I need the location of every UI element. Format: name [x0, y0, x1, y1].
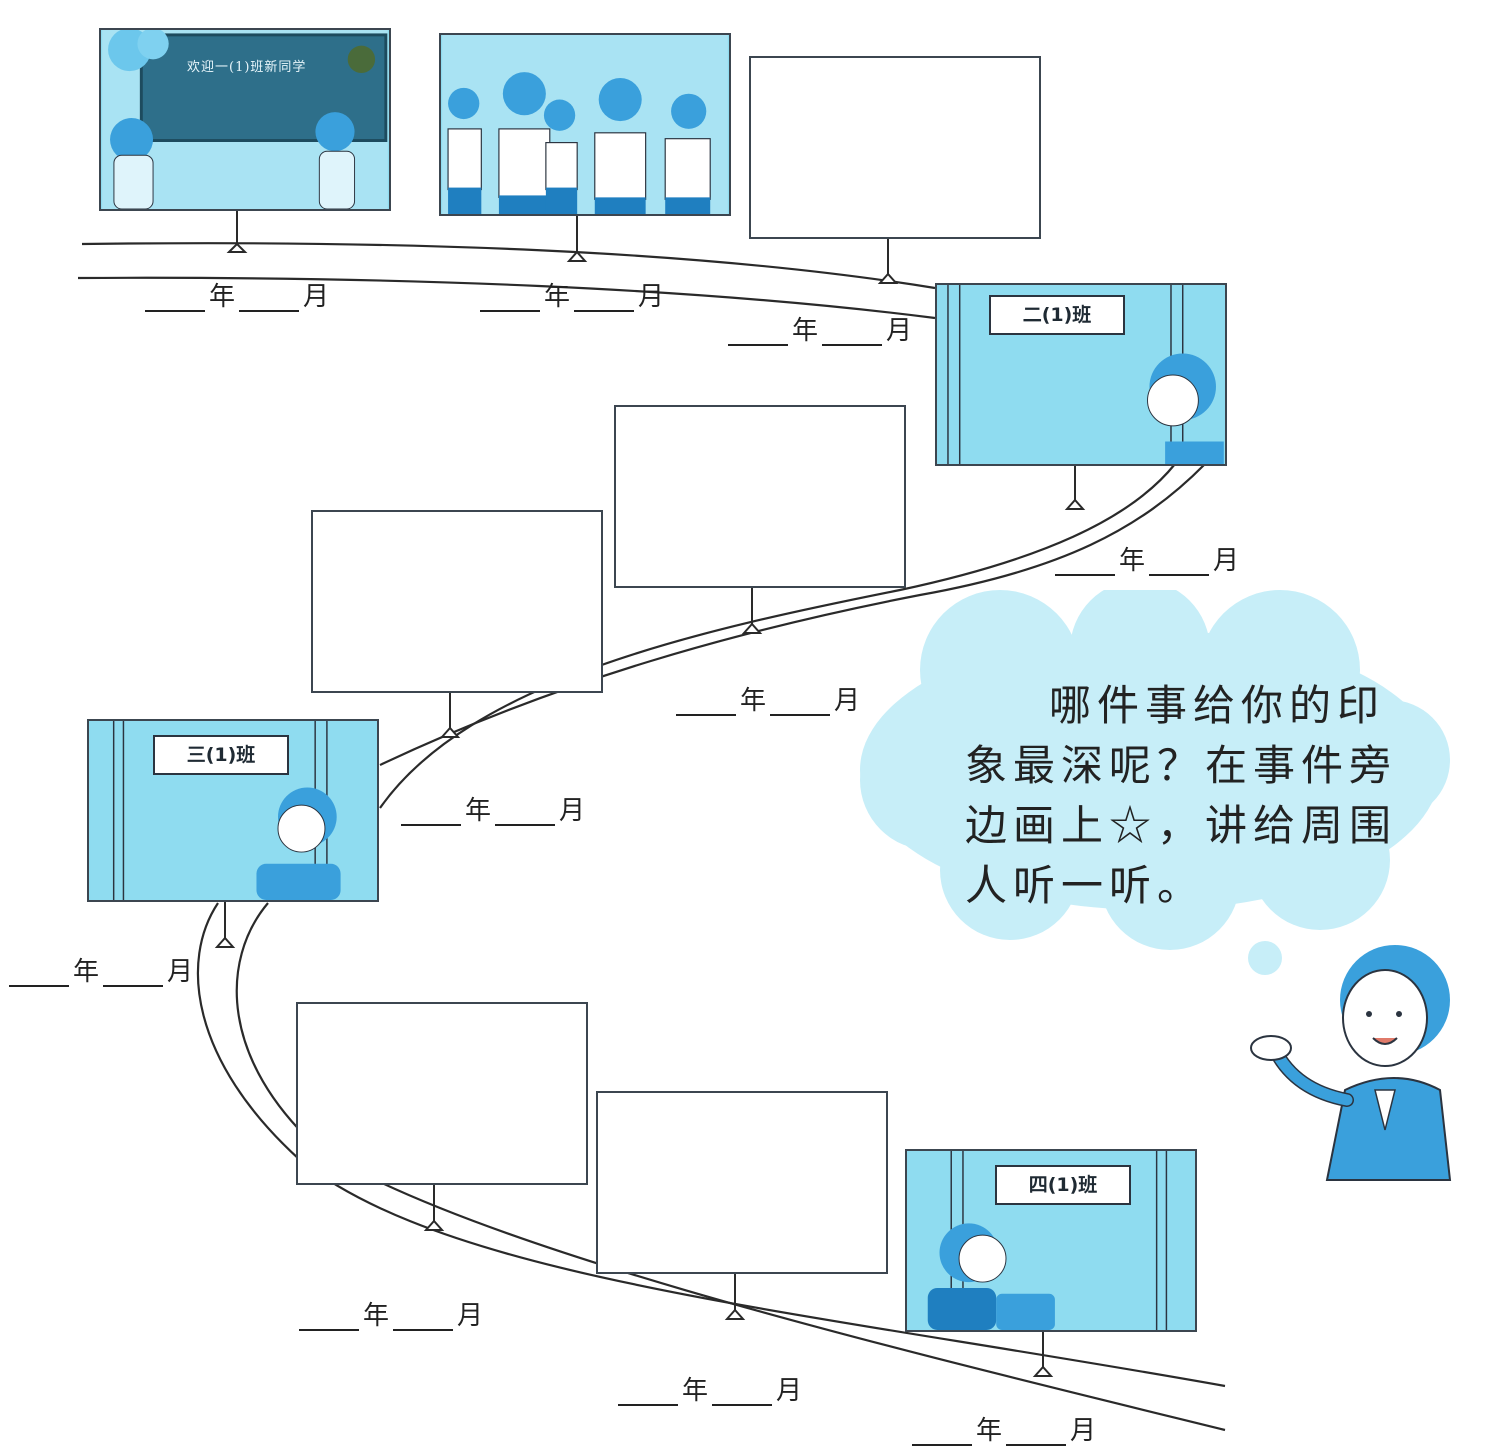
year-unit: 年 [73, 957, 100, 987]
month-unit: 月 [1070, 1416, 1097, 1446]
month-unit: 月 [303, 282, 330, 312]
first-day-illustration [102, 30, 388, 209]
event-frame-blank-5[interactable] [596, 1091, 888, 1274]
date-label-4[interactable]: 年 月 [1055, 546, 1243, 576]
year-blank[interactable] [1055, 548, 1115, 576]
event-frame-class-4: 四(1)班 [905, 1149, 1197, 1332]
year-unit: 年 [682, 1376, 709, 1406]
date-label-2[interactable]: 年 月 [480, 282, 668, 312]
event-frame-class-2: 二(1)班 [935, 283, 1227, 466]
road-edge-outer [196, 902, 1226, 1388]
pioneers-illustration [442, 35, 728, 214]
year-blank[interactable] [728, 318, 788, 346]
year-unit: 年 [465, 796, 492, 826]
event-frame-blank-2[interactable] [614, 405, 906, 588]
date-label-5[interactable]: 年 月 [676, 686, 864, 716]
event-frame-blank-4[interactable] [296, 1002, 588, 1185]
date-label-8[interactable]: 年 月 [299, 1301, 487, 1331]
year-blank[interactable] [480, 284, 540, 312]
class-2-sign: 二(1)班 [989, 295, 1125, 335]
road-edge-lower [77, 276, 936, 320]
year-blank[interactable] [912, 1418, 972, 1446]
year-blank[interactable] [145, 284, 205, 312]
class-3-sign: 三(1)班 [153, 735, 289, 775]
year-unit: 年 [1119, 546, 1146, 576]
month-blank[interactable] [574, 284, 635, 312]
event-frame-first-day: 欢迎一(1)班新同学 [99, 28, 391, 211]
date-label-10[interactable]: 年 月 [912, 1416, 1100, 1446]
month-blank[interactable] [393, 1303, 454, 1331]
thought-cloud [860, 590, 1450, 975]
road-edge-left [379, 463, 1206, 766]
event-frame-blank-3[interactable] [311, 510, 603, 693]
event-frame-blank-1[interactable] [749, 56, 1041, 239]
year-unit: 年 [740, 686, 767, 716]
month-unit: 月 [776, 1376, 803, 1406]
month-blank[interactable] [103, 959, 164, 987]
date-label-6[interactable]: 年 月 [401, 796, 589, 826]
date-label-7[interactable]: 年 月 [9, 957, 197, 987]
month-blank[interactable] [1006, 1418, 1067, 1446]
month-blank[interactable] [712, 1378, 773, 1406]
month-unit: 月 [559, 796, 586, 826]
reflection-prompt: 哪件事给你的印象最深呢？在事件旁边画上☆，讲给周围人听一听。 [965, 681, 1398, 910]
date-label-1[interactable]: 年 月 [145, 282, 333, 312]
date-label-9[interactable]: 年 月 [618, 1376, 806, 1406]
month-unit: 月 [638, 282, 665, 312]
month-unit: 月 [167, 957, 194, 987]
year-unit: 年 [792, 316, 819, 346]
year-unit: 年 [976, 1416, 1003, 1446]
month-unit: 月 [834, 686, 861, 716]
year-unit: 年 [544, 282, 571, 312]
date-label-3[interactable]: 年 月 [728, 316, 916, 346]
narrator-boy [1250, 945, 1452, 1181]
year-blank[interactable] [401, 798, 461, 826]
month-unit: 月 [1213, 546, 1240, 576]
year-unit: 年 [209, 282, 236, 312]
month-blank[interactable] [822, 318, 883, 346]
month-blank[interactable] [1149, 548, 1210, 576]
year-blank[interactable] [299, 1303, 359, 1331]
month-blank[interactable] [239, 284, 300, 312]
month-unit: 月 [886, 316, 913, 346]
class-4-door-illustration [908, 1151, 1194, 1330]
month-blank[interactable] [770, 688, 831, 716]
event-frame-join-pioneers [439, 33, 731, 216]
year-unit: 年 [363, 1301, 390, 1331]
class-4-sign: 四(1)班 [995, 1165, 1131, 1205]
welcome-board-text: 欢迎一(1)班新同学 [187, 60, 307, 75]
year-blank[interactable] [9, 959, 69, 987]
road-edge-right [379, 463, 1176, 809]
month-blank[interactable] [495, 798, 556, 826]
road-edge-inner [235, 902, 1226, 1432]
year-blank[interactable] [676, 688, 736, 716]
event-frame-class-3: 三(1)班 [87, 719, 379, 902]
year-blank[interactable] [618, 1378, 678, 1406]
month-unit: 月 [457, 1301, 484, 1331]
road-edge-upper [81, 242, 936, 290]
